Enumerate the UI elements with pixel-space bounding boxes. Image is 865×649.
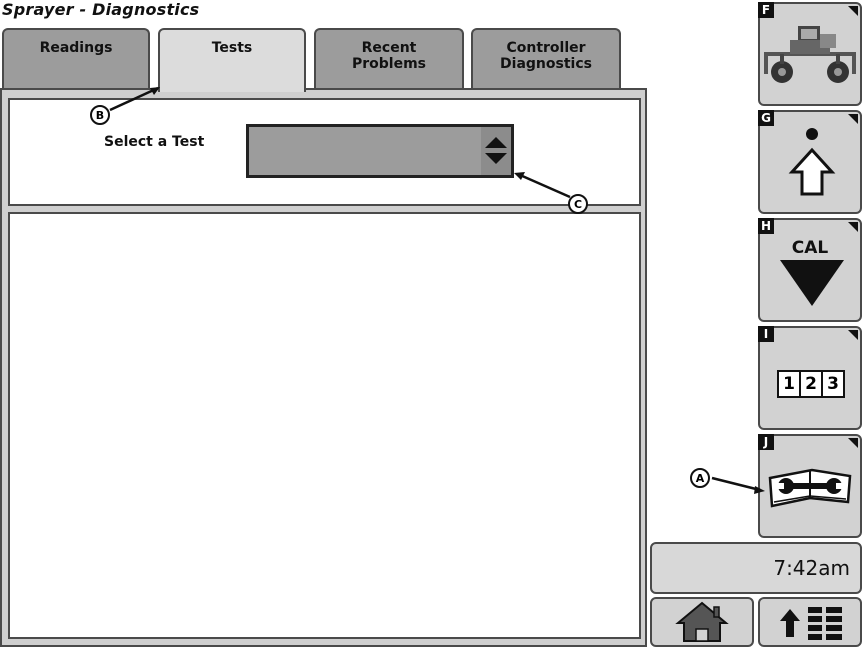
down-triangle-icon (780, 260, 844, 306)
callout-c: C (568, 194, 588, 214)
test-selection-area: Select a Test (8, 98, 641, 206)
tab-recent-problems[interactable]: Recent Problems (314, 28, 464, 88)
cal-button[interactable]: H CAL (758, 218, 862, 322)
tab-controller-diagnostics[interactable]: Controller Diagnostics (471, 28, 621, 88)
key-label-i: I (758, 326, 774, 342)
home-button[interactable] (650, 597, 754, 647)
corner-marker-icon (848, 222, 858, 232)
home-icon (675, 601, 729, 642)
window-title: Sprayer - Diagnostics (2, 0, 200, 19)
key-label-h: H (758, 218, 774, 234)
select-test-dropdown[interactable] (246, 124, 514, 178)
tests-panel: Select a Test (0, 88, 647, 647)
key-label-g: G (758, 110, 774, 126)
digit-3: 3 (827, 374, 839, 394)
shift-up-button[interactable]: G (758, 110, 862, 214)
corner-marker-icon (848, 438, 858, 448)
callout-a: A (690, 468, 710, 488)
digit-2: 2 (801, 372, 823, 396)
corner-marker-icon (848, 6, 858, 16)
sprayer-machine-button[interactable]: F (758, 2, 862, 106)
numeric-keypad-icon: 1 2 3 (777, 370, 845, 398)
callout-b: B (90, 105, 110, 125)
cal-label: CAL (791, 238, 829, 258)
corner-marker-icon (848, 330, 858, 340)
corner-marker-icon (848, 114, 858, 124)
tab-tests[interactable]: Tests (158, 28, 306, 92)
diagnostics-manual-button[interactable]: J (758, 434, 862, 538)
shift-up-arrow-icon (788, 128, 836, 196)
key-label-f: F (758, 2, 774, 18)
manual-wrench-icon (768, 468, 852, 508)
test-results-area (8, 212, 641, 639)
sprayer-vehicle-icon (764, 26, 856, 83)
key-label-j: J (758, 434, 774, 450)
up-down-arrows-icon (481, 127, 511, 175)
clock-display: 7:42am (650, 542, 862, 594)
menu-up-button[interactable] (758, 597, 862, 647)
menu-up-icon (780, 607, 842, 640)
select-test-label: Select a Test (104, 134, 205, 150)
digit-1: 1 (779, 372, 801, 396)
numeric-entry-button[interactable]: I 1 2 3 (758, 326, 862, 430)
tab-readings[interactable]: Readings (2, 28, 150, 88)
